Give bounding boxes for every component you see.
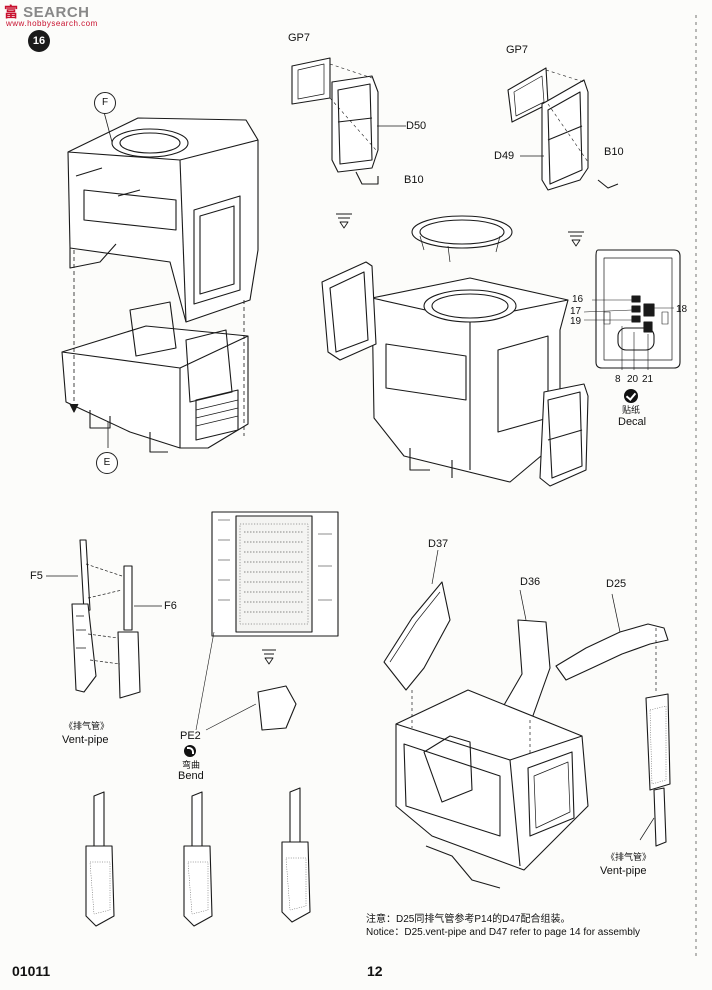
door-d49-assembly bbox=[507, 67, 619, 191]
decal-number-8: 8 bbox=[615, 374, 621, 385]
rear-body-assembly bbox=[383, 549, 671, 889]
label-f6: F6 bbox=[164, 600, 177, 612]
door-d50-assembly bbox=[291, 57, 406, 185]
label-d37: D37 bbox=[428, 538, 449, 550]
bend-icon bbox=[184, 745, 196, 757]
label-d50: D50 bbox=[406, 120, 427, 132]
decal-number-21: 21 bbox=[642, 374, 654, 385]
notice-cn: 注意：D25同排气管参考P14的D47配合组装。 bbox=[366, 914, 571, 925]
arrow-down-2 bbox=[568, 231, 584, 247]
label-d36: D36 bbox=[520, 576, 541, 588]
label-pe2: PE2 bbox=[180, 730, 201, 742]
cab-assembled-middle bbox=[321, 215, 589, 487]
arrow-down-1 bbox=[336, 213, 352, 229]
label-b10-b: B10 bbox=[604, 146, 624, 158]
cab-floor-lower bbox=[61, 301, 249, 453]
label-gp7-b: GP7 bbox=[506, 44, 529, 56]
pe2-grille bbox=[195, 511, 339, 731]
decal-number-18: 18 bbox=[676, 304, 688, 315]
vent-pipe-caption-cn-2: 《排气管》 bbox=[606, 852, 652, 862]
vent-pipe-caption-en-1: Vent-pipe bbox=[62, 734, 109, 746]
decal-placement-diagram bbox=[583, 249, 681, 370]
page-number: 12 bbox=[367, 963, 383, 979]
step-number-badge: 16 bbox=[28, 30, 50, 52]
label-f5: F5 bbox=[30, 570, 43, 582]
bend-caption-cn: 弯曲 bbox=[182, 760, 201, 770]
vent-pipe-caption-cn-1: 《排气管》 bbox=[64, 721, 110, 731]
label-gp7-a: GP7 bbox=[288, 32, 311, 44]
callout-e: E bbox=[96, 452, 118, 474]
decal-caption-cn: 贴纸 bbox=[622, 405, 641, 415]
decal-check-icon bbox=[624, 389, 638, 403]
catalog-number: 01011 bbox=[12, 963, 51, 979]
arrow-down-3 bbox=[262, 649, 276, 665]
notice-en: Notice：D25.vent-pipe and D47 refer to pa… bbox=[366, 927, 641, 938]
decal-number-16: 16 bbox=[572, 294, 584, 305]
vent-pipe-f5-f6 bbox=[46, 539, 162, 699]
cab-body-upper bbox=[67, 117, 259, 323]
exhaust-pipes-finished bbox=[85, 787, 311, 927]
decal-caption-en: Decal bbox=[618, 416, 647, 428]
watermark-site: www.hobbysearch.com bbox=[6, 19, 98, 28]
label-d49: D49 bbox=[494, 150, 515, 162]
vent-pipe-caption-en-2: Vent-pipe bbox=[600, 865, 647, 877]
label-b10-a: B10 bbox=[404, 174, 424, 186]
label-d25: D25 bbox=[606, 578, 627, 590]
decal-number-20: 20 bbox=[627, 374, 639, 385]
assembly-notice: 注意：D25同排气管参考P14的D47配合组装。 Notice：D25.vent… bbox=[366, 913, 640, 939]
callout-f: F bbox=[94, 92, 116, 114]
watermark-brand-cn: 富 bbox=[4, 4, 19, 20]
watermark: 富 SEARCH www.hobbysearch.com bbox=[4, 2, 97, 28]
bend-caption-en: Bend bbox=[178, 770, 204, 782]
watermark-brand-en: SEARCH bbox=[23, 4, 90, 21]
decal-number-17: 17 bbox=[570, 306, 582, 317]
decal-number-19: 19 bbox=[570, 316, 582, 327]
